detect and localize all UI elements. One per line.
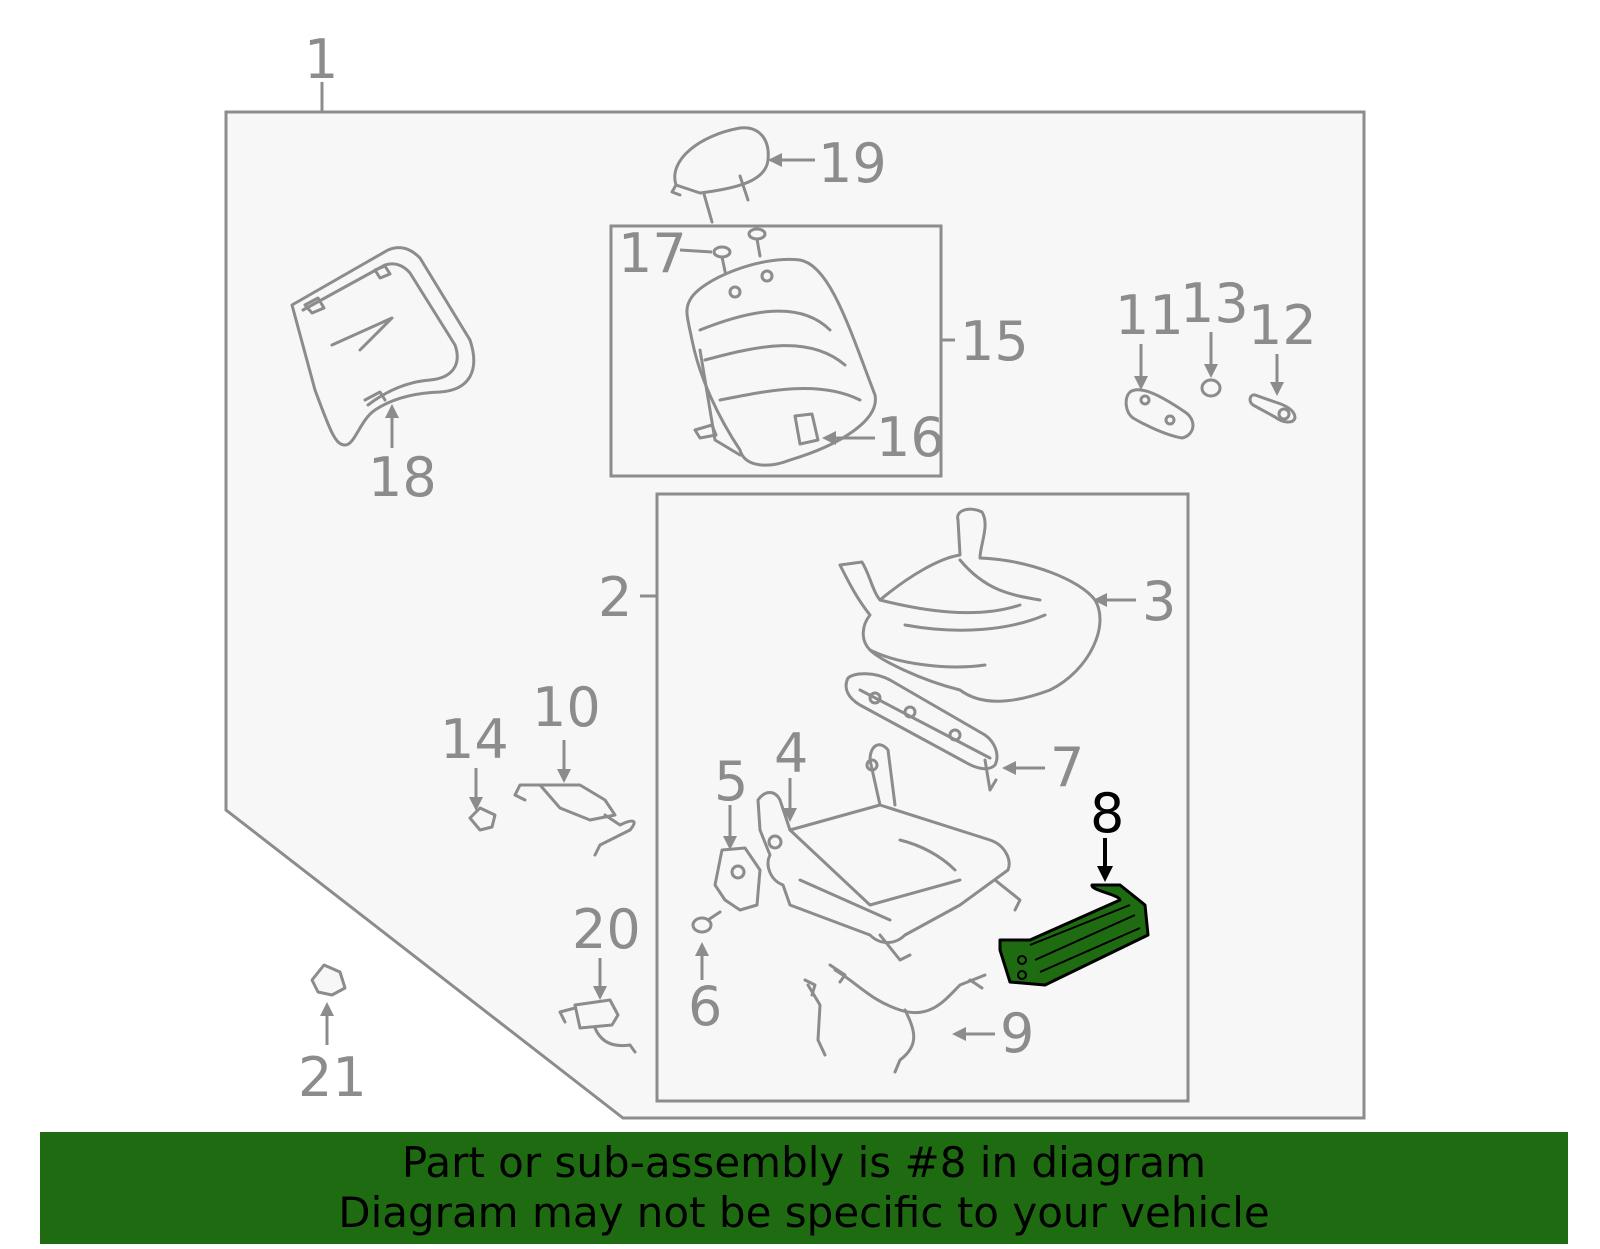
callout-12: 12 (1248, 294, 1317, 357)
clip-part-21 (310, 963, 347, 997)
callout-9: 9 (1000, 1002, 1034, 1065)
callout-15: 15 (960, 310, 1029, 373)
callout-18: 18 (368, 446, 437, 509)
clip-part-13 (1200, 378, 1222, 398)
exploded-view-drawing: 1 2 3 4 5 6 7 8 9 10 11 12 13 14 15 16 1… (224, 28, 1366, 1120)
seat-track-part-8 (998, 883, 1150, 987)
callout-17: 17 (618, 222, 687, 285)
parts-diagram: 1 2 3 4 5 6 7 8 9 10 11 12 13 14 15 16 1… (224, 28, 1366, 1120)
callout-16: 16 (876, 406, 945, 469)
seat-frame-part (756, 743, 1022, 962)
sensor-part-10 (513, 783, 636, 857)
connector-part-20 (558, 998, 637, 1054)
wire-harness-part (803, 963, 987, 1074)
callout-6: 6 (688, 975, 722, 1038)
callout-8: 8 (1090, 782, 1124, 845)
seat-cushion-part (838, 507, 1102, 703)
bolt-part-17 (712, 227, 767, 278)
bracket-part-5 (713, 846, 762, 912)
callout-5: 5 (714, 750, 748, 813)
headrest-part (670, 126, 770, 224)
seat-back-panel-part (290, 246, 476, 447)
callout-21: 21 (298, 1046, 367, 1109)
part-info-banner: Part or sub-assembly is #8 in diagram Di… (40, 1132, 1568, 1244)
knob-part-12 (1248, 393, 1297, 424)
callout-1: 1 (304, 28, 338, 91)
banner-line-1: Part or sub-assembly is #8 in diagram (401, 1138, 1207, 1187)
callout-3: 3 (1142, 570, 1176, 633)
callout-19: 19 (818, 132, 887, 195)
callout-11: 11 (1115, 284, 1184, 347)
callout-2: 2 (598, 566, 632, 629)
seat-cushion-group-box (655, 492, 1190, 1103)
callout-4: 4 (774, 722, 808, 785)
callout-10: 10 (532, 676, 601, 739)
seat-back-part (685, 257, 877, 467)
banner-line-2: Diagram may not be specific to your vehi… (338, 1188, 1270, 1237)
bracket-part-11 (1124, 388, 1195, 440)
seat-back-group-box (609, 224, 943, 478)
assembly-outline (224, 110, 1366, 1120)
callout-14: 14 (440, 708, 509, 771)
bolt-part-6 (691, 910, 722, 934)
clip-part-14 (468, 806, 497, 832)
side-rail-part-7 (844, 672, 999, 792)
callout-13: 13 (1180, 272, 1249, 335)
callout-20: 20 (572, 898, 641, 961)
callout-7: 7 (1050, 736, 1084, 799)
